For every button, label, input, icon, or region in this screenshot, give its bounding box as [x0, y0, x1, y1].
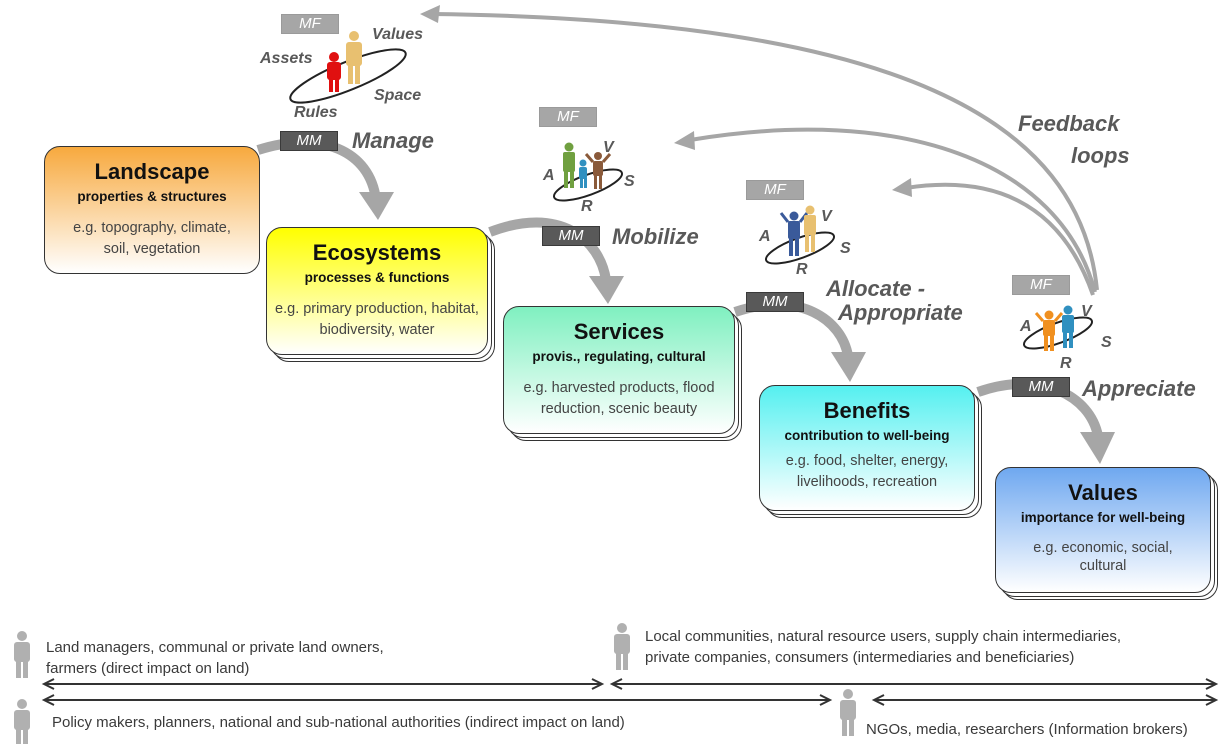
mm-badge: MM — [280, 131, 338, 151]
verb-mobilize: Mobilize — [612, 224, 699, 249]
box-example: e.g. economic, social, cultural — [1033, 540, 1173, 574]
ring-label-a: A — [759, 228, 771, 245]
flow-arrowhead-manage — [359, 192, 394, 220]
box-title: Values — [1068, 480, 1138, 505]
box-subtitle: importance for well-being — [1020, 510, 1186, 525]
ring-label-s: S — [624, 173, 635, 190]
box-title: Services — [573, 319, 665, 344]
stakeholder-icons — [14, 623, 856, 744]
stakeholder-line: NGOs, media, researchers (Information br… — [866, 721, 1188, 738]
stakeholder-ngos: NGOs, media, researchers (Information br… — [866, 719, 1188, 740]
flow-arrowhead-mobilize — [589, 276, 624, 304]
verb-allocate: Allocate - — [826, 276, 926, 301]
feedback-label: loops — [1071, 143, 1130, 168]
ring-icon — [289, 48, 407, 104]
box-landscape: Landscape properties & structures e.g. t… — [44, 146, 260, 274]
box-example: e.g. food, shelter, energy, livelihoods,… — [785, 453, 949, 490]
box-example: e.g. primary production, habitat, biodiv… — [275, 301, 479, 338]
person-icon — [1034, 310, 1064, 351]
actor-ring-allocate — [764, 205, 836, 265]
verb-appropriate: Appropriate — [838, 300, 963, 325]
box-title: Landscape — [94, 159, 210, 184]
person-icon — [563, 142, 575, 188]
person-icon — [327, 52, 341, 92]
mm-badge: MM — [746, 292, 804, 312]
stakeholder-line: Policy makers, planners, national and su… — [52, 714, 625, 731]
ring-label-v: V — [603, 139, 614, 156]
box-subtitle: processes & functions — [304, 270, 450, 285]
feedback-arrowhead-1 — [420, 5, 440, 23]
ring-label-a: A — [543, 167, 555, 184]
feedback-arc-2 — [689, 127, 1097, 293]
box-example: e.g. topography, climate, soil, vegetati… — [73, 220, 231, 257]
person-icon — [14, 699, 30, 744]
feedback-arc-1 — [431, 12, 1099, 291]
ring-label-r: R — [796, 261, 808, 278]
mf-badge: MF — [539, 107, 597, 127]
person-icon — [779, 211, 809, 256]
ring-label-s: S — [840, 240, 851, 257]
ring-label-r: R — [581, 198, 593, 215]
mf-badge: MF — [1012, 275, 1070, 295]
actor-ring-appreciate — [1022, 305, 1094, 351]
box-subtitle: contribution to well-being — [784, 428, 950, 443]
stakeholder-local-communities: Local communities, natural resource user… — [645, 626, 1121, 668]
box-benefits: Benefits contribution to well-being e.g.… — [759, 385, 975, 511]
stakeholder-land-managers: Land managers, communal or private land … — [46, 637, 384, 679]
mm-badge: MM — [542, 226, 600, 246]
ring-label-v: V — [821, 208, 832, 225]
ring-label-a: A — [1020, 318, 1032, 335]
stakeholder-line: private companies, consumers (intermedia… — [645, 649, 1075, 666]
actor-ring-manage — [289, 31, 407, 104]
feedback-label: Feedback — [1018, 111, 1120, 136]
person-icon — [14, 631, 30, 678]
box-ecosystems: Ecosystems processes & functions e.g. pr… — [266, 227, 488, 355]
flow-arrowhead-allocate — [831, 352, 866, 382]
person-icon — [614, 623, 630, 670]
person-icon — [804, 205, 816, 252]
ring-label-v: V — [1081, 303, 1092, 320]
flow-arrow-allocate — [733, 299, 853, 358]
box-subtitle: provis., regulating, cultural — [532, 349, 706, 364]
actor-ring-mobilize — [552, 142, 624, 202]
stakeholder-policy-makers: Policy makers, planners, national and su… — [52, 712, 625, 733]
ring-label-space: Space — [374, 87, 422, 104]
feedback-arc-3 — [905, 182, 1095, 296]
verb-manage: Manage — [352, 128, 434, 153]
stakeholder-line: farmers (direct impact on land) — [46, 660, 250, 677]
box-example: e.g. harvested products, flood reduction… — [523, 380, 715, 417]
mf-badge: MF — [746, 180, 804, 200]
ring-label-rules: Rules — [294, 104, 338, 121]
flow-arrow-manage — [256, 137, 381, 201]
person-icon — [1062, 305, 1074, 348]
box-values: Values importance for well-being e.g. ec… — [995, 467, 1211, 593]
ring-label-assets: Assets — [260, 50, 313, 67]
ring-label-s: S — [1101, 334, 1112, 351]
flow-arrowhead-appreciate — [1080, 432, 1115, 464]
verb-appreciate: Appreciate — [1082, 376, 1196, 401]
feedback-arrowhead-3 — [892, 178, 912, 197]
ring-label-r: R — [1060, 355, 1072, 372]
box-title: Benefits — [823, 398, 911, 423]
box-title: Ecosystems — [312, 240, 442, 265]
stakeholder-line: Local communities, natural resource user… — [645, 628, 1122, 645]
ring-label-values: Values — [372, 26, 423, 43]
person-icon — [346, 31, 362, 84]
mf-badge: MF — [281, 14, 339, 34]
stakeholder-ranges — [41, 678, 1219, 706]
box-subtitle: properties & structures — [77, 189, 227, 204]
feedback-arrowhead-2 — [674, 131, 695, 150]
mm-badge: MM — [1012, 377, 1070, 397]
person-icon — [840, 689, 856, 736]
person-icon — [584, 152, 612, 189]
person-icon — [579, 159, 587, 188]
stakeholder-line: Land managers, communal or private land … — [46, 639, 384, 656]
box-services: Services provis., regulating, cultural e… — [503, 306, 735, 434]
